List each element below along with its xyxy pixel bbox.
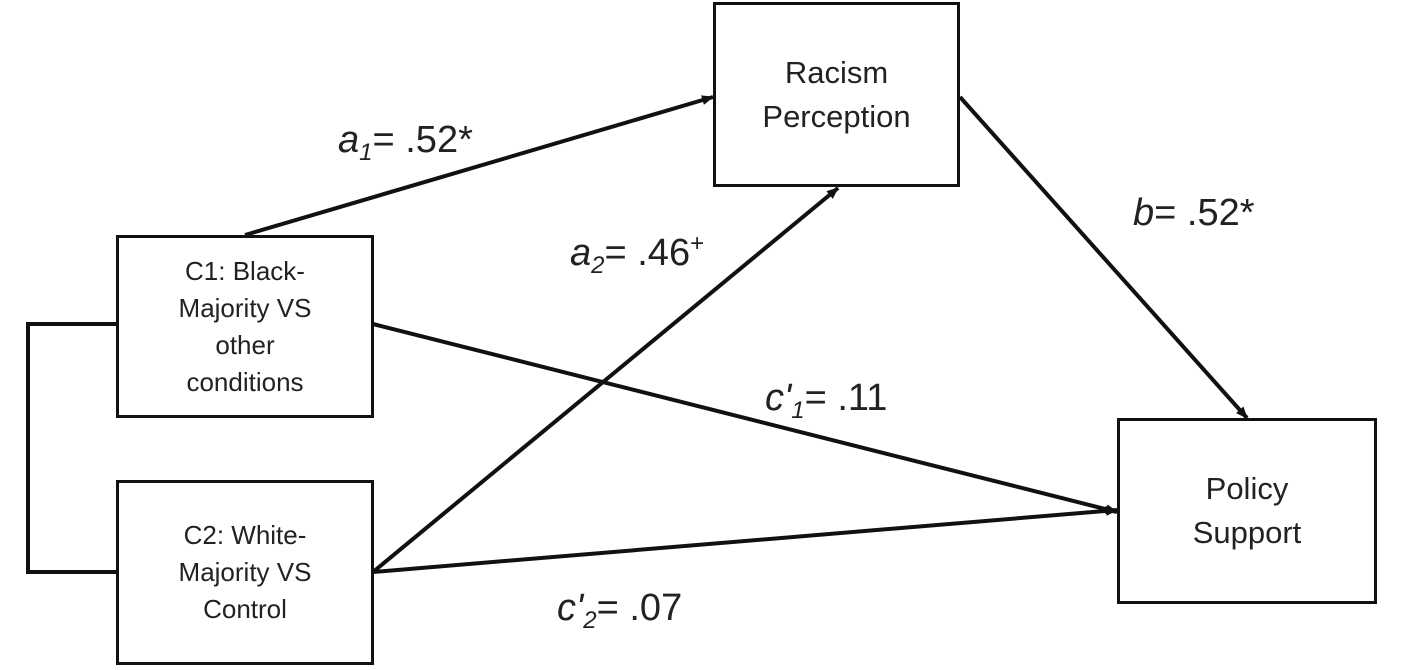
c1-c2-bracket — [26, 322, 118, 574]
racism-perception-line-2: Perception — [762, 98, 911, 134]
path-b-label: b= .52* — [1133, 193, 1255, 233]
path-c1-prime-label: c'1= .11 — [765, 377, 888, 423]
path-b-symbol: b — [1133, 192, 1155, 234]
path-c2-prime-label: c'2= .07 — [557, 587, 683, 633]
racism-perception-line-1: Racism — [784, 54, 889, 90]
path-a2-subscript: 2 — [591, 252, 605, 279]
path-c2-prime-value: = .07 — [596, 587, 683, 629]
c1-condition-box: C1: Black- Majority VS other conditions — [116, 235, 374, 418]
path-c2-prime-arrow — [372, 505, 1118, 574]
path-a1-label: a1= .52* — [338, 119, 473, 165]
path-c2-prime-symbol: c' — [557, 587, 584, 629]
path-a1-arrow — [244, 95, 714, 237]
c2-line-3: Control — [203, 594, 287, 624]
path-a2-label: a2= .46+ — [570, 230, 705, 278]
c1-line-4: conditions — [186, 366, 304, 397]
policy-support-box: Policy Support — [1117, 418, 1377, 604]
path-a2-value: = .46 — [604, 232, 691, 274]
path-c1-prime-subscript: 1 — [791, 397, 805, 424]
path-a1-subscript: 1 — [359, 139, 373, 166]
path-a2-symbol: a — [570, 232, 592, 274]
path-c1-prime-value: = .11 — [804, 377, 888, 419]
path-c1-prime-arrow — [372, 322, 1118, 515]
path-a1-value: = .52* — [372, 119, 473, 161]
path-a1-symbol: a — [338, 119, 360, 161]
c1-line-2: Majority VS — [178, 292, 312, 323]
racism-perception-box: Racism Perception — [713, 2, 960, 187]
path-a2-arrow — [371, 186, 840, 574]
policy-support-line-2: Support — [1192, 515, 1302, 550]
path-c2-prime-subscript: 2 — [583, 607, 597, 634]
c1-line-3: other — [215, 329, 275, 360]
c2-line-2: Majority VS — [178, 557, 312, 587]
c2-condition-box: C2: White- Majority VS Control — [116, 480, 374, 665]
path-a2-superscript: + — [690, 230, 705, 257]
path-c1-prime-symbol: c' — [765, 377, 792, 419]
c1-line-1: C1: Black- — [185, 255, 305, 286]
path-b-arrow — [958, 95, 1249, 420]
policy-support-line-1: Policy — [1205, 471, 1289, 506]
path-b-value: = .52* — [1154, 192, 1255, 234]
c2-line-1: C2: White- — [183, 520, 307, 550]
